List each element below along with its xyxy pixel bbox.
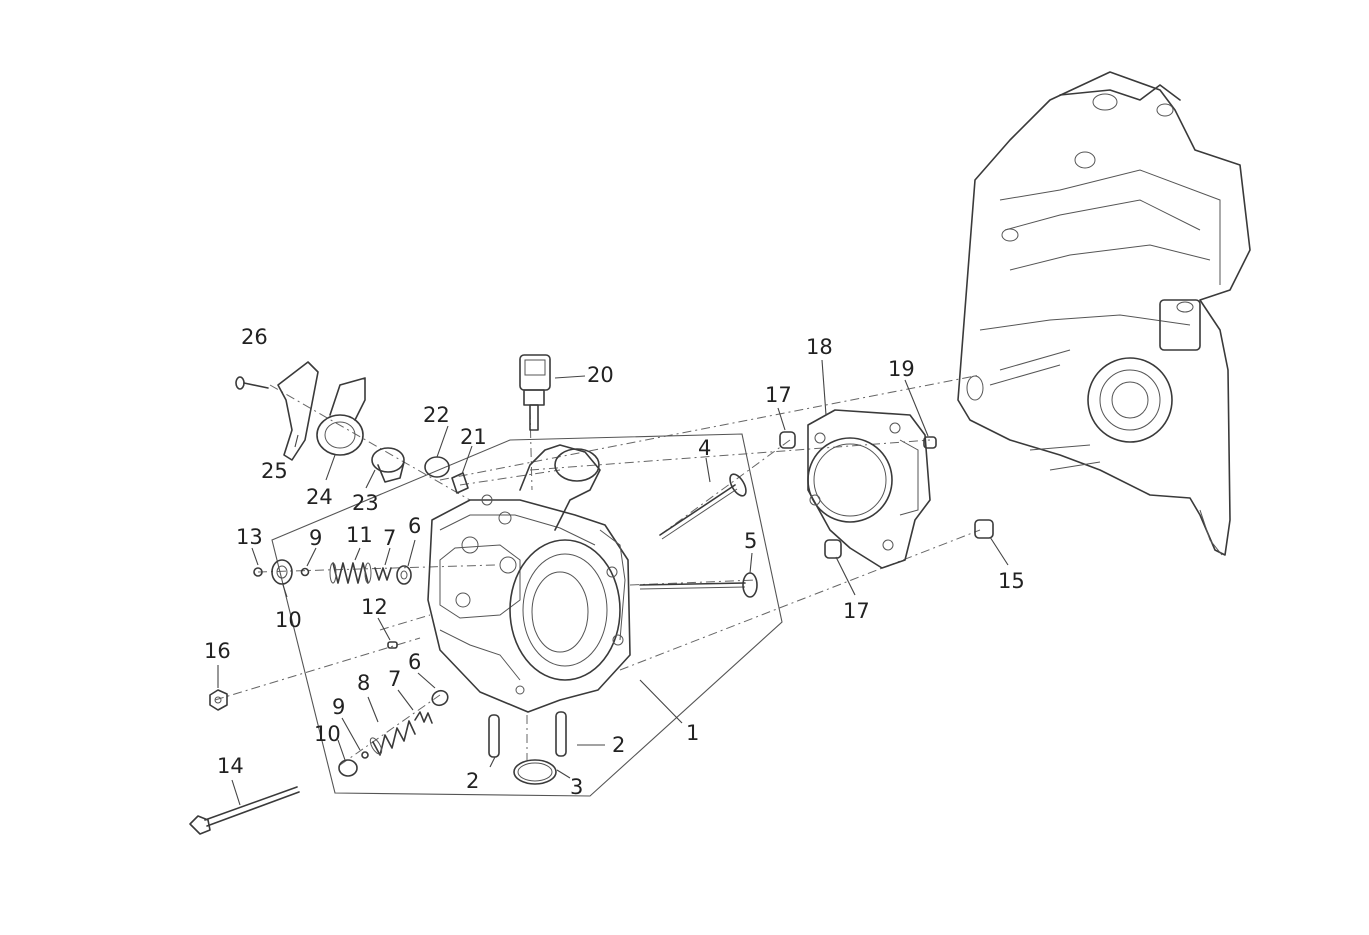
part-12-pin [387,641,398,649]
callout-25: 25 [261,459,288,483]
part-1-cylinder-head [427,444,631,713]
part-15-dowel [974,519,994,539]
part-20-sensor [519,354,551,431]
callout-2a: 2 [612,733,625,757]
part-9-cotter-lower [361,751,369,759]
callout-21: 21 [460,425,487,449]
callout-6a: 6 [408,514,421,538]
head-assembly-frame [271,433,783,797]
callout-19: 19 [888,357,915,381]
part-14-bolt [189,786,300,835]
part-23-thermostat [371,447,405,483]
part-10-retainer-lower [338,759,358,777]
callout-labels: 26 25 24 23 22 21 20 4 5 1 2 2 3 13 9 11… [204,325,1025,799]
part-9-cotter-upper [300,567,310,577]
part-10-retainer-upper [271,559,293,585]
callout-6b: 6 [408,650,421,674]
callout-5: 5 [744,529,757,553]
part-25-bracket [277,361,319,461]
part-2-dowel-pin-right [555,711,567,757]
callout-1: 1 [686,721,699,745]
part-17-dowel-lower [824,539,842,559]
part-7-spring-lower [414,711,433,724]
part-19-dowel [923,436,937,449]
callout-10a: 10 [275,608,302,632]
callout-3: 3 [570,775,583,799]
callout-18: 18 [806,335,833,359]
callout-14: 14 [217,754,244,778]
callout-13: 13 [236,525,263,549]
part-18-head-gasket [807,409,931,569]
callout-9b: 9 [332,695,345,719]
callout-22: 22 [423,403,450,427]
crankcase [957,71,1251,556]
part-13-cotter [253,567,263,577]
callout-17b: 17 [843,599,870,623]
callout-10b: 10 [314,722,341,746]
callout-2b: 2 [466,769,479,793]
part-16-nut [209,689,228,711]
callout-20: 20 [587,363,614,387]
part-8-spring [369,720,416,756]
callout-15: 15 [998,569,1025,593]
callout-12: 12 [361,595,388,619]
part-7-spring-upper [374,567,392,581]
leader-lines [217,359,1009,806]
part-4-valve [659,473,747,540]
callout-8: 8 [357,671,370,695]
part-6-seal-upper [396,565,412,585]
part-17-dowel-upper [779,431,796,449]
part-6-seal-lower [431,689,449,707]
part-26-screw [235,376,269,390]
callout-17a: 17 [765,383,792,407]
callout-26: 26 [241,325,268,349]
part-11-spring [329,562,372,584]
part-3-o-ring [513,759,557,785]
callout-24: 24 [306,485,333,509]
callout-9a: 9 [309,526,322,550]
part-21-fitting [451,472,469,494]
assembly-axes [214,374,981,766]
callout-23: 23 [352,491,379,515]
callout-11: 11 [346,523,373,547]
callout-7b: 7 [388,667,401,691]
part-2-dowel-pin-left [488,714,500,758]
callout-16: 16 [204,639,231,663]
part-24-thermostat-cover [316,377,366,456]
part-5-valve [639,572,758,598]
callout-7a: 7 [383,526,396,550]
callout-4: 4 [698,436,711,460]
